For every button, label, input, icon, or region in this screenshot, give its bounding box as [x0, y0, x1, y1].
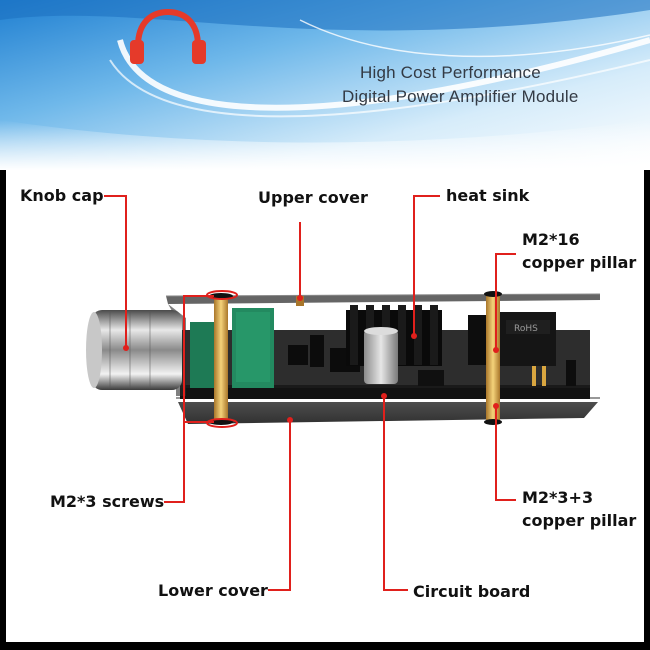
m2-16-copper-pillar [484, 291, 502, 398]
label-m2-3-screws: M2*3 screws [50, 492, 165, 511]
label-upper-cover: Upper cover [258, 188, 368, 207]
small-components [288, 315, 490, 386]
label-m2-3-3: M2*3+3 [522, 488, 594, 507]
label-m2-16: M2*16 [522, 230, 580, 249]
rohs-mark: RoHS [514, 324, 538, 334]
bottom-border [0, 642, 650, 650]
label-lower-cover: Lower cover [158, 581, 268, 600]
audio-connector: RoHS [500, 312, 576, 386]
label-circuit-board: Circuit board [413, 582, 531, 601]
title-line-1: High Cost Performance [360, 63, 541, 82]
title-line-2: Digital Power Amplifier Module [342, 87, 579, 106]
knob-cap [86, 310, 182, 390]
callout-lines [104, 195, 516, 591]
capacitor [364, 327, 398, 384]
header-banner [0, 0, 650, 170]
screw-highlight-rings [206, 290, 238, 428]
headphones-icon [130, 8, 206, 64]
right-border [644, 0, 650, 650]
green-inductor [190, 308, 274, 388]
left-border [0, 0, 6, 650]
m2-3-3-copper-pillar [484, 398, 502, 425]
lower-cover [176, 397, 600, 424]
label-m2-16-copper-pillar: copper pillar [522, 253, 637, 272]
label-heat-sink: heat sink [446, 186, 530, 205]
label-m2-3-3-copper-pillar: copper pillar [522, 511, 637, 530]
label-knob-cap: Knob cap [20, 186, 104, 205]
callout-dots [123, 295, 499, 423]
m2-3-pillar-left [209, 293, 233, 425]
